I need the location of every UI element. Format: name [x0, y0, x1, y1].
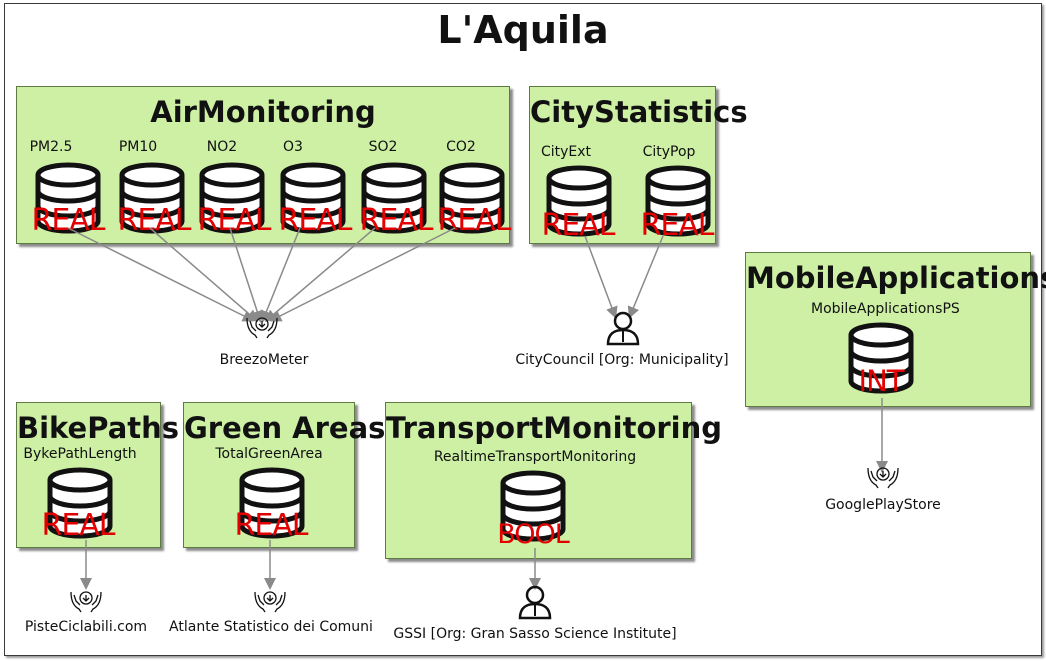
- dataset-label: CityPop: [642, 144, 696, 160]
- open-data-hands-icon: [867, 467, 899, 489]
- group-transport-monitoring: TransportMonitoring RealtimeTransportMon…: [385, 402, 723, 559]
- dataset-type: REAL: [437, 203, 511, 238]
- dataset-label: NO2: [206, 139, 238, 155]
- dataset-type: REAL: [541, 208, 615, 243]
- actor-label-piste: PisteCiclabili.com: [24, 619, 148, 635]
- person-icon: [606, 311, 640, 346]
- dataset-label: RealtimeTransportMonitoring: [433, 449, 637, 465]
- dataset-label: SO2: [368, 139, 398, 155]
- diagram-title: L'Aquila: [437, 8, 609, 52]
- connector-no2-breezometer: [229, 227, 263, 323]
- group-title-air-monitoring: AirMonitoring: [150, 95, 376, 129]
- dataset-type: INT: [858, 364, 905, 398]
- group-title-bike-paths: BikePaths: [17, 411, 180, 445]
- connector-pm10-breezometer: [149, 227, 259, 322]
- connector-pm25-breezometer: [67, 227, 255, 322]
- open-data-hands-icon: [246, 317, 278, 339]
- connector-citypop-citycouncil: [627, 235, 664, 319]
- connector-co2-breezometer: [269, 227, 456, 322]
- connector-so2-breezometer: [264, 227, 376, 322]
- open-data-hands-icon: [70, 591, 102, 613]
- dataset-label: MobileApplicationsPS: [811, 301, 960, 317]
- actor-label-gssi: GSSI [Org: Gran Sasso Science Institute]: [393, 626, 677, 642]
- dataset-label: TotalGreenArea: [215, 446, 323, 462]
- dataset-label: BykePathLength: [23, 446, 137, 462]
- dataset-type: REAL: [31, 203, 105, 238]
- dataset-label: PM2.5: [29, 139, 73, 155]
- dataset-label: CityExt: [540, 144, 592, 160]
- group-title-green-areas: Green Areas: [184, 411, 386, 445]
- actor-label-googleplay: GooglePlayStore: [825, 497, 941, 513]
- dataset-label: CO2: [446, 139, 476, 155]
- dataset-type: BOOL: [497, 519, 570, 550]
- group-mobile-applications: MobileApplications MobileApplicationsPS …: [745, 252, 1046, 407]
- actor-label-atlante: Atlante Statistico dei Comuni: [169, 619, 373, 635]
- dataset-type: REAL: [278, 203, 352, 238]
- dataset-type: REAL: [640, 208, 714, 243]
- group-green-areas: Green Areas TotalGreenArea REAL: [183, 402, 386, 548]
- person-icon: [518, 585, 552, 620]
- group-title-mobile-applications: MobileApplications: [746, 261, 1046, 295]
- group-title-transport-monitoring: TransportMonitoring: [386, 411, 723, 445]
- actor-label-breezometer: BreezoMeter: [219, 352, 309, 368]
- dataset-type: REAL: [197, 203, 271, 238]
- open-data-hands-icon: [254, 591, 286, 613]
- actor-label-citycouncil: CityCouncil [Org: Municipality]: [515, 352, 729, 368]
- group-bike-paths: BikePaths BykePathLength REAL: [16, 402, 180, 548]
- connector-cityext-citycouncil: [584, 235, 618, 319]
- connector-o3-breezometer: [260, 227, 301, 323]
- dataset-type: REAL: [234, 508, 308, 543]
- dataset-type: REAL: [41, 508, 115, 543]
- group-title-city-statistics: CityStatistics: [530, 95, 748, 129]
- dataset-label: O3: [283, 139, 303, 155]
- dataset-label: PM10: [118, 139, 158, 155]
- group-city-statistics: CityStatistics CityExt REAL CityPop REAL: [529, 86, 748, 244]
- dataset-type: REAL: [359, 203, 433, 238]
